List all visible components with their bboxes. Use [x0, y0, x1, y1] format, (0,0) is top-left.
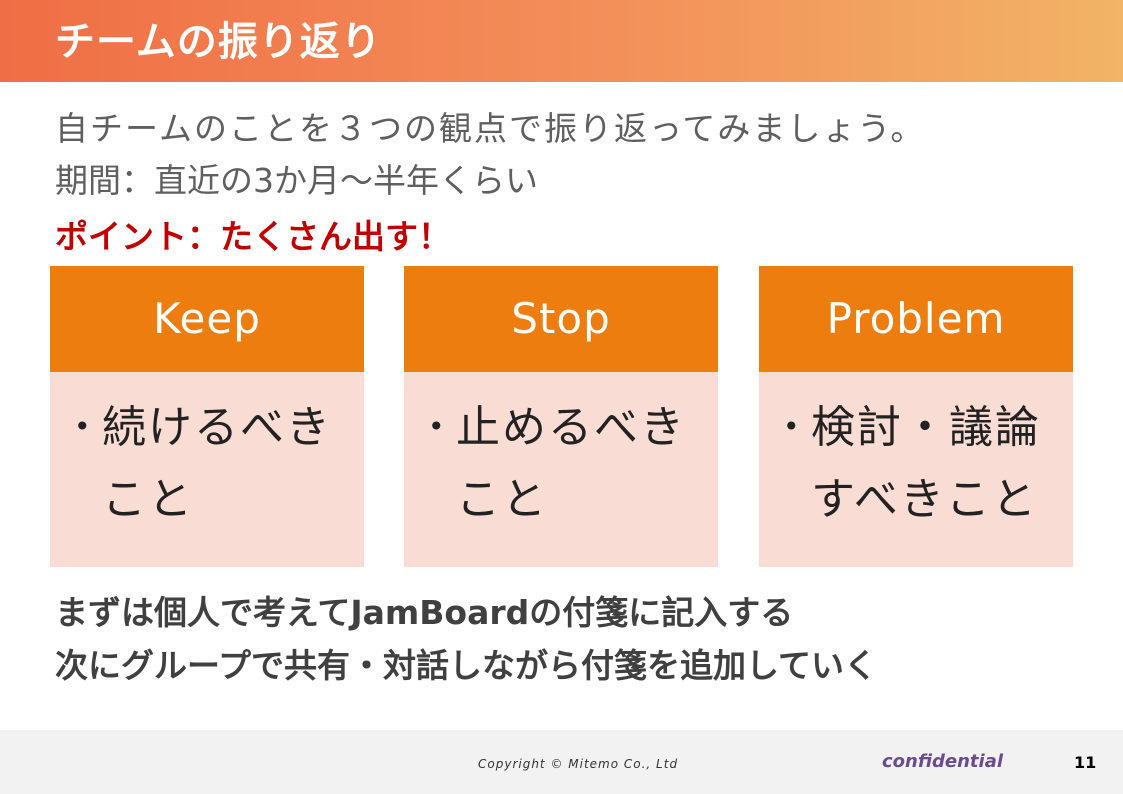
bullet-icon: •	[74, 410, 91, 443]
stop-card: Stop • 止めるべきこと	[404, 266, 718, 567]
intro-text-period: 期間：直近の3か月～半年くらい	[55, 161, 538, 200]
problem-card-text: 検討・議論すべきこと	[811, 402, 1041, 525]
page-number: 11	[1074, 753, 1097, 772]
instruction-line-2: 次にグループで共有・対話しながら付箋を追加していく	[55, 646, 878, 685]
title-bar: チームの振り返り	[0, 0, 1123, 82]
problem-card-title: Problem	[759, 266, 1073, 372]
point-text: ポイント：たくさん出す！	[55, 217, 451, 256]
keep-card-text: 続けるべきこと	[102, 402, 332, 525]
keep-card-body: • 続けるべきこと	[50, 372, 364, 567]
slide-title: チームの振り返り	[55, 19, 382, 65]
bullet-icon: •	[428, 410, 445, 443]
problem-card-body: • 検討・議論すべきこと	[759, 372, 1073, 567]
keep-card: Keep • 続けるべきこと	[50, 266, 364, 567]
footer: Copyright © Mitemo Co., Ltd confidential…	[0, 730, 1123, 794]
intro-text-line-1: 自チームのことを３つの観点で振り返ってみましょう。	[55, 109, 926, 148]
bullet-icon: •	[783, 410, 800, 443]
stop-card-text: 止めるべきこと	[456, 402, 686, 525]
stop-card-title: Stop	[404, 266, 718, 372]
stop-card-body: • 止めるべきこと	[404, 372, 718, 567]
confidential-label: confidential	[882, 751, 1004, 772]
keep-card-title: Keep	[50, 266, 364, 372]
problem-card: Problem • 検討・議論すべきこと	[759, 266, 1073, 567]
copyright-text: Copyright © Mitemo Co., Ltd	[478, 757, 679, 771]
instruction-line-1: まずは個人で考えてJamBoardの付箋に記入する	[55, 593, 794, 632]
